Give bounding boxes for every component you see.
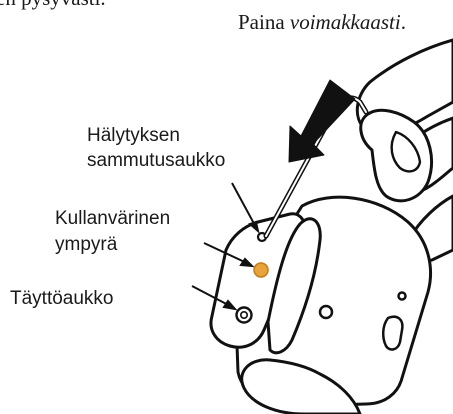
gold-circle xyxy=(254,263,268,277)
slot-detail xyxy=(383,317,402,350)
port-detail-2 xyxy=(399,293,406,300)
fill-port-hole xyxy=(237,308,252,323)
instruction-suffix: . xyxy=(401,10,406,34)
press-instruction: Paina voimakkaasti. xyxy=(238,10,406,35)
fill-port-label: Täyttöaukko xyxy=(10,287,114,310)
port-detail-1 xyxy=(320,306,332,318)
instruction-prefix: Paina xyxy=(238,10,290,34)
gold-circle-label-line1: Kullanvärinen xyxy=(55,207,170,230)
instruction-emphasis: voimakkaasti xyxy=(290,10,401,34)
alarm-hole-label-line1: Hälytyksen xyxy=(87,124,180,147)
down-left-arrow-icon xyxy=(289,80,355,162)
alarm-hole-label-line2: sammutusaukko xyxy=(87,149,225,172)
gold-circle-label-line2: ympyrä xyxy=(55,233,117,256)
cropped-top-text: en pysyvästi. xyxy=(0,0,106,11)
